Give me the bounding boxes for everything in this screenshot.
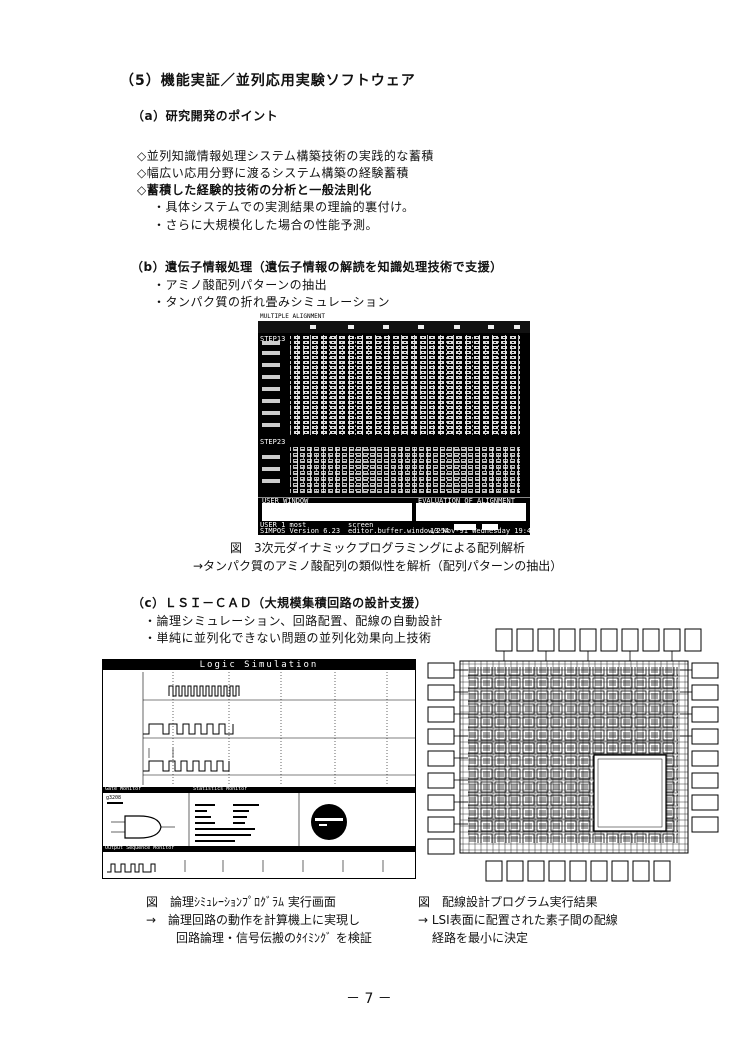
section-title: （5）機能実証／並列応用実験ソフトウェア — [120, 73, 416, 89]
logic-sim-waveforms — [103, 672, 415, 873]
step-label-1: STEP13 — [260, 335, 286, 343]
b-caption-2: →タンパク質のアミノ酸配列の類似性を解析（配列パターンの抽出） — [193, 559, 563, 573]
c-caption-right-2: → LSI表面に配置された素子間の配線 — [418, 913, 618, 927]
status-user: USER 1 most — [260, 521, 307, 529]
gate-id: g3208 — [106, 795, 122, 801]
b-caption-1: 図 3次元ダイナミックプログラミングによる配列解析 — [230, 541, 526, 555]
c-caption-left-3: 回路論理・信号伝搬のﾀｲﾐﾝｸﾞ を検証 — [176, 931, 372, 945]
alignment-screenshot: MULTIPLE ALIGNMENT — [258, 313, 530, 535]
heading-c: （c）ＬＳＩ－ＣＡＤ（大規模集積回路の設計支援） — [132, 596, 428, 610]
a-item-3: ◇蓄積した経験的技術の分析と一般法則化 — [137, 183, 372, 197]
b-item-1: ・アミノ酸配列パターンの抽出 — [153, 278, 328, 292]
user-window-label: USER WINDOW — [262, 497, 309, 505]
c-caption-left-2: → 論理回路の動作を計算機上に実現し — [146, 913, 361, 927]
step-label-2: STEP23 — [260, 438, 286, 446]
c-item-1: ・論理シミュレーション、回路配置、配線の自動設計 — [144, 614, 443, 628]
alignment-screen: STEP13 STEP23 USER WINDOW EVALUATION OF … — [258, 321, 530, 535]
alignment-top-label: MULTIPLE ALIGNMENT — [260, 313, 326, 320]
status-version: SIMPOS Version 6.23 — [260, 527, 341, 535]
eval-window-label: EVALUATION OF ALIGNMENT — [418, 497, 515, 505]
logic-sim-title: Logic Simulation — [103, 660, 415, 670]
lsi-layout-drawing — [427, 628, 719, 882]
a-item-2: ◇幅広い応用分野に渡るシステム構築の経験蓄積 — [137, 166, 409, 180]
output-monitor-label: Output Sequence Monitor — [105, 845, 175, 851]
b-item-2: ・タンパク質の折れ畳みシミュレーション — [153, 295, 391, 309]
status-screen: screen — [348, 521, 374, 529]
a-subitem-2: ・さらに大規模化した場合の性能予測。 — [153, 218, 379, 232]
heading-b: （b）遺伝子情報処理（遺伝子情報の解読を知識処理技術で支援） — [131, 260, 503, 274]
lsi-layout-figure — [424, 625, 724, 885]
a-item-1: ◇並列知識情報処理システム構築技術の実践的な蓄積 — [137, 149, 434, 163]
status-date: 13-Nov-91 Wednesday 19:42:57 — [430, 527, 530, 535]
c-caption-right-1: 図 配線設計プログラム実行結果 — [418, 895, 598, 909]
c-caption-right-3: 経路を最小に決定 — [432, 931, 529, 945]
c-item-2: ・単純に並列化できない問題の並列化効果向上技術 — [144, 631, 432, 645]
a-subitem-1: ・具体システムでの実測結果の理論的裏付け。 — [153, 200, 415, 214]
gate-monitor-label: Gate Monitor — [105, 786, 142, 792]
status-buffer: editor.buffer.window/254 — [348, 527, 450, 535]
heading-a: （a）研究開発のポイント — [132, 109, 279, 123]
logic-simulation-screenshot: Logic Simulation — [102, 659, 416, 879]
stat-monitor-label: Statistics Monitor — [193, 786, 248, 792]
page-number: － 7 － — [346, 991, 392, 1007]
alignment-texture — [258, 321, 530, 530]
c-caption-left-1: 図 論理ｼﾐｭﾚｰｼｮﾝﾌﾟﾛｸﾞﾗﾑ 実行画面 — [146, 895, 336, 909]
